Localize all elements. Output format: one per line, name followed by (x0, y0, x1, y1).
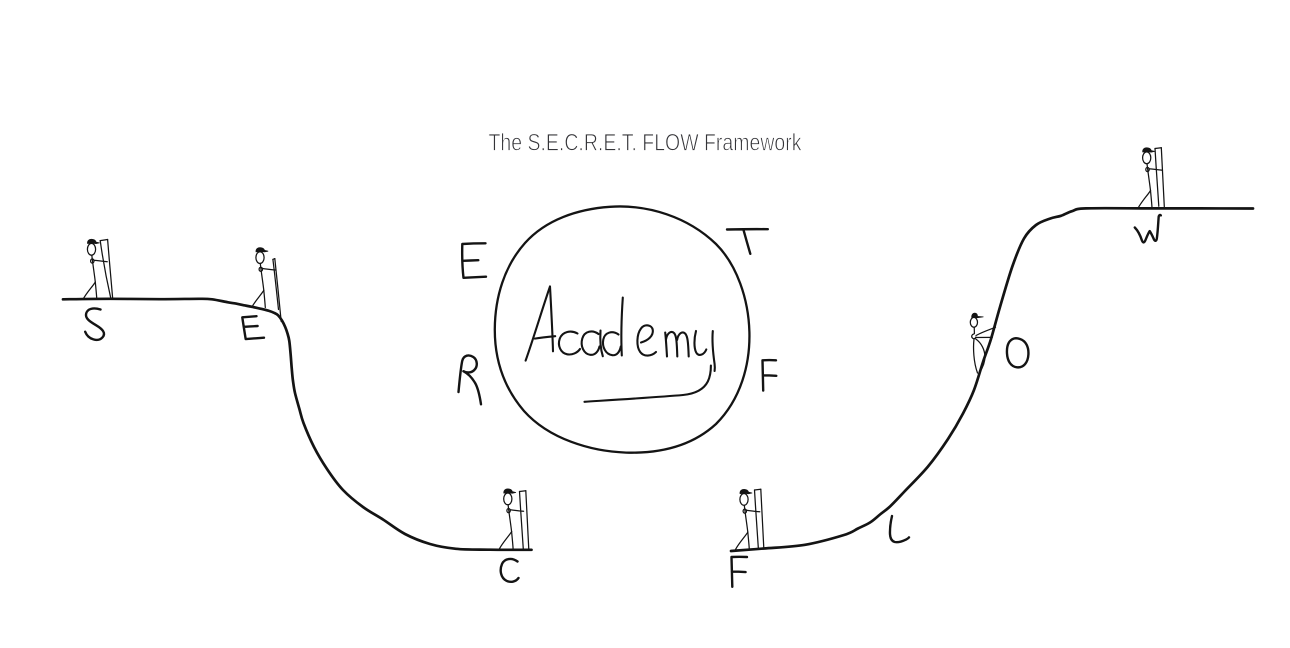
svg-text:The S.E.C.R.E.T. FLOW Framewor: The S.E.C.R.E.T. FLOW Framework (489, 130, 803, 157)
